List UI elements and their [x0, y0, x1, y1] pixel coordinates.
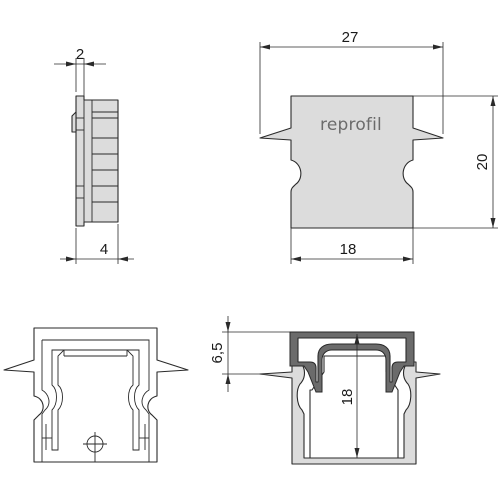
dim-side-top-label: 2: [76, 46, 84, 63]
rear-view: [3, 327, 189, 463]
dim-section-cap: 6,5: [209, 316, 290, 392]
rear-view-inner-wall-right: [125, 349, 140, 451]
center-mark-icon: [83, 432, 107, 462]
brand-logo: reprofil: [320, 115, 382, 135]
dim-section-depth-label: 18: [339, 389, 356, 406]
dim-front-height-label: 20: [474, 154, 491, 171]
dim-side-top: 2: [54, 46, 106, 96]
side-view: 2 4: [54, 46, 134, 264]
rear-view-slots: [42, 424, 149, 450]
section-view: 6,5 18: [209, 316, 441, 465]
side-view-body: [75, 95, 119, 227]
dim-section-depth: 18: [339, 334, 360, 458]
section-view-cover-inner: [297, 337, 407, 383]
rear-view-channel: [41, 339, 150, 462]
dim-front-width-label: 27: [342, 29, 359, 46]
dim-side-bottom: 4: [60, 224, 134, 264]
dim-section-cap-label: 6,5: [209, 343, 226, 364]
dim-front-height: 20: [413, 95, 498, 229]
side-view-tab: [71, 111, 77, 133]
dim-front-bottom-label: 18: [340, 241, 357, 258]
dim-front-width: 27: [259, 29, 444, 134]
dim-front-bottom: 18: [290, 228, 414, 264]
rear-view-outline: [3, 327, 189, 463]
front-view: reprofil 27 20 18: [259, 29, 498, 264]
dim-side-bottom-label: 4: [100, 241, 108, 258]
rear-view-inner-wall-left: [51, 349, 66, 451]
section-view-cavity: [309, 355, 399, 459]
